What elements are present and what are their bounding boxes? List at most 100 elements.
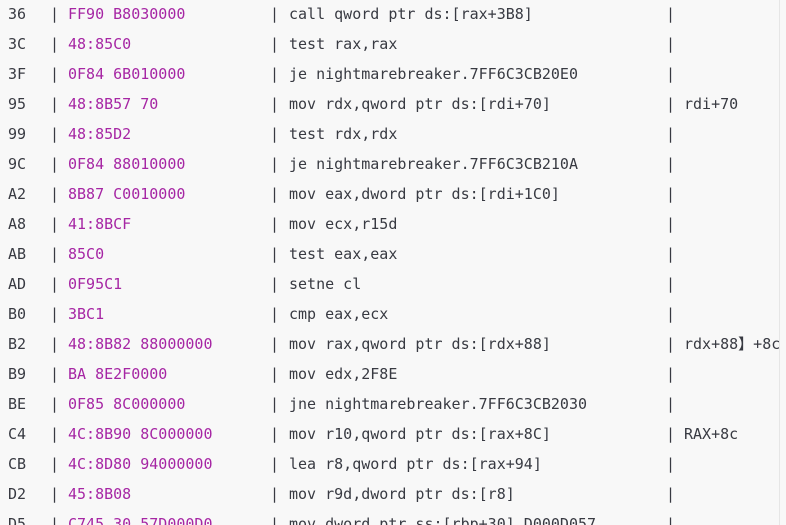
column-separator: | — [270, 35, 280, 53]
bytes-cell[interactable]: 0F85 8C000000 — [68, 395, 186, 413]
address-cell[interactable]: D2 — [8, 485, 27, 503]
address-cell[interactable]: B9 — [8, 365, 27, 383]
instruction-cell[interactable]: mov r9d,dword ptr ds:[r8] — [289, 485, 515, 503]
column-separator: | — [270, 275, 280, 293]
instruction-cell[interactable]: test rax,rax — [289, 35, 398, 53]
bytes-cell[interactable]: 4C:8B90 8C000000 — [68, 425, 213, 443]
address-cell[interactable]: 36 — [8, 5, 27, 23]
bytes-cell[interactable]: 0F95C1 — [68, 275, 123, 293]
comment-cell[interactable]: rdx+88】+8c — [684, 335, 781, 353]
column-separator: | — [666, 125, 676, 143]
address-cell[interactable]: BE — [8, 395, 27, 413]
column-separator: | — [50, 305, 60, 323]
bytes-cell[interactable]: FF90 B8030000 — [68, 5, 186, 23]
column-separator: | — [270, 485, 280, 503]
address-cell[interactable]: CB — [8, 455, 27, 473]
column-separator: | — [270, 65, 280, 83]
column-separator: | — [270, 305, 280, 323]
column-separator: | — [270, 95, 280, 113]
instruction-cell[interactable]: test rdx,rdx — [289, 125, 398, 143]
bytes-cell[interactable]: 0F84 6B010000 — [68, 65, 186, 83]
column-separator: | — [270, 215, 280, 233]
address-cell[interactable]: 3C — [8, 35, 27, 53]
instruction-cell[interactable]: je nightmarebreaker.7FF6C3CB210A — [289, 155, 578, 173]
disassembly-listing[interactable]: 36 | FF90 B8030000 | call qword ptr ds:[rax+… — [8, 0, 780, 525]
instruction-cell[interactable]: lea r8,qword ptr ds:[rax+94] — [289, 455, 542, 473]
bytes-cell[interactable]: 45:8B08 — [68, 485, 132, 503]
column-separator: | — [270, 155, 280, 173]
address-cell[interactable]: A8 — [8, 215, 27, 233]
instruction-cell[interactable]: cmp eax,ecx — [289, 305, 389, 323]
column-separator: | — [666, 95, 676, 113]
column-separator: | — [666, 365, 676, 383]
address-cell[interactable]: AB — [8, 245, 27, 263]
bytes-cell[interactable]: 3BC1 — [68, 305, 105, 323]
bytes-cell[interactable]: 4C:8D80 94000000 — [68, 455, 213, 473]
bytes-cell[interactable]: C745 30 57D000D0 — [68, 515, 213, 525]
column-separator: | — [50, 515, 60, 525]
bytes-cell[interactable]: 0F84 88010000 — [68, 155, 186, 173]
instruction-cell[interactable]: jne nightmarebreaker.7FF6C3CB2030 — [289, 395, 588, 413]
instruction-cell[interactable]: mov eax,dword ptr ds:[rdi+1C0] — [289, 185, 560, 203]
instruction-cell[interactable]: call qword ptr ds:[rax+3B8] — [289, 5, 533, 23]
column-separator: | — [270, 125, 280, 143]
address-cell[interactable]: 3F — [8, 65, 27, 83]
column-separator: | — [50, 485, 60, 503]
comment-cell[interactable]: RAX+8c — [684, 425, 739, 443]
bytes-cell[interactable]: 85C0 — [68, 245, 105, 263]
bytes-cell[interactable]: 41:8BCF — [68, 215, 132, 233]
bytes-cell[interactable]: BA 8E2F0000 — [68, 365, 168, 383]
instruction-cell[interactable]: mov dword ptr ss:[rbp+30],D000D057 — [289, 515, 597, 525]
column-separator: | — [50, 185, 60, 203]
column-separator: | — [50, 245, 60, 263]
column-separator: | — [666, 245, 676, 263]
instruction-cell[interactable]: mov rdx,qword ptr ds:[rdi+70] — [289, 95, 551, 113]
column-separator: | — [666, 305, 676, 323]
address-cell[interactable]: AD — [8, 275, 27, 293]
bytes-cell[interactable]: 48:8B82 88000000 — [68, 335, 213, 353]
column-separator: | — [50, 215, 60, 233]
instruction-cell[interactable]: test eax,eax — [289, 245, 398, 263]
bytes-cell[interactable]: 48:85D2 — [68, 125, 132, 143]
column-separator: | — [50, 125, 60, 143]
bytes-cell[interactable]: 48:85C0 — [68, 35, 132, 53]
column-separator: | — [50, 275, 60, 293]
column-separator: | — [50, 95, 60, 113]
address-cell[interactable]: B0 — [8, 305, 27, 323]
address-cell[interactable]: 9C — [8, 155, 27, 173]
column-separator: | — [666, 215, 676, 233]
address-cell[interactable]: A2 — [8, 185, 27, 203]
bytes-cell[interactable]: 48:8B57 70 — [68, 95, 159, 113]
address-cell[interactable]: D5 — [8, 515, 27, 525]
column-separator: | — [50, 5, 60, 23]
column-separator: | — [270, 365, 280, 383]
column-separator: | — [270, 455, 280, 473]
address-cell[interactable]: 99 — [8, 125, 27, 143]
comment-cell[interactable]: rdi+70 — [684, 95, 739, 113]
instruction-cell[interactable]: setne cl — [289, 275, 362, 293]
instruction-cell[interactable]: mov rax,qword ptr ds:[rdx+88] — [289, 335, 551, 353]
column-separator: | — [270, 185, 280, 203]
column-separator: | — [666, 485, 676, 503]
column-separator: | — [666, 65, 676, 83]
column-separator: | — [50, 395, 60, 413]
instruction-cell[interactable]: mov edx,2F8E — [289, 365, 398, 383]
bytes-cell[interactable]: 8B87 C0010000 — [68, 185, 186, 203]
column-separator: | — [50, 455, 60, 473]
column-separator: | — [50, 365, 60, 383]
instruction-cell[interactable]: je nightmarebreaker.7FF6C3CB20E0 — [289, 65, 578, 83]
column-separator: | — [666, 515, 676, 525]
column-separator: | — [270, 395, 280, 413]
instruction-cell[interactable]: mov ecx,r15d — [289, 215, 398, 233]
address-cell[interactable]: C4 — [8, 425, 27, 443]
column-separator: | — [50, 65, 60, 83]
column-separator: | — [666, 395, 676, 413]
column-separator: | — [270, 515, 280, 525]
column-separator: | — [50, 425, 60, 443]
address-cell[interactable]: B2 — [8, 335, 27, 353]
column-separator: | — [666, 335, 676, 353]
column-separator: | — [666, 275, 676, 293]
address-cell[interactable]: 95 — [8, 95, 27, 113]
instruction-cell[interactable]: mov r10,qword ptr ds:[rax+8C] — [289, 425, 551, 443]
